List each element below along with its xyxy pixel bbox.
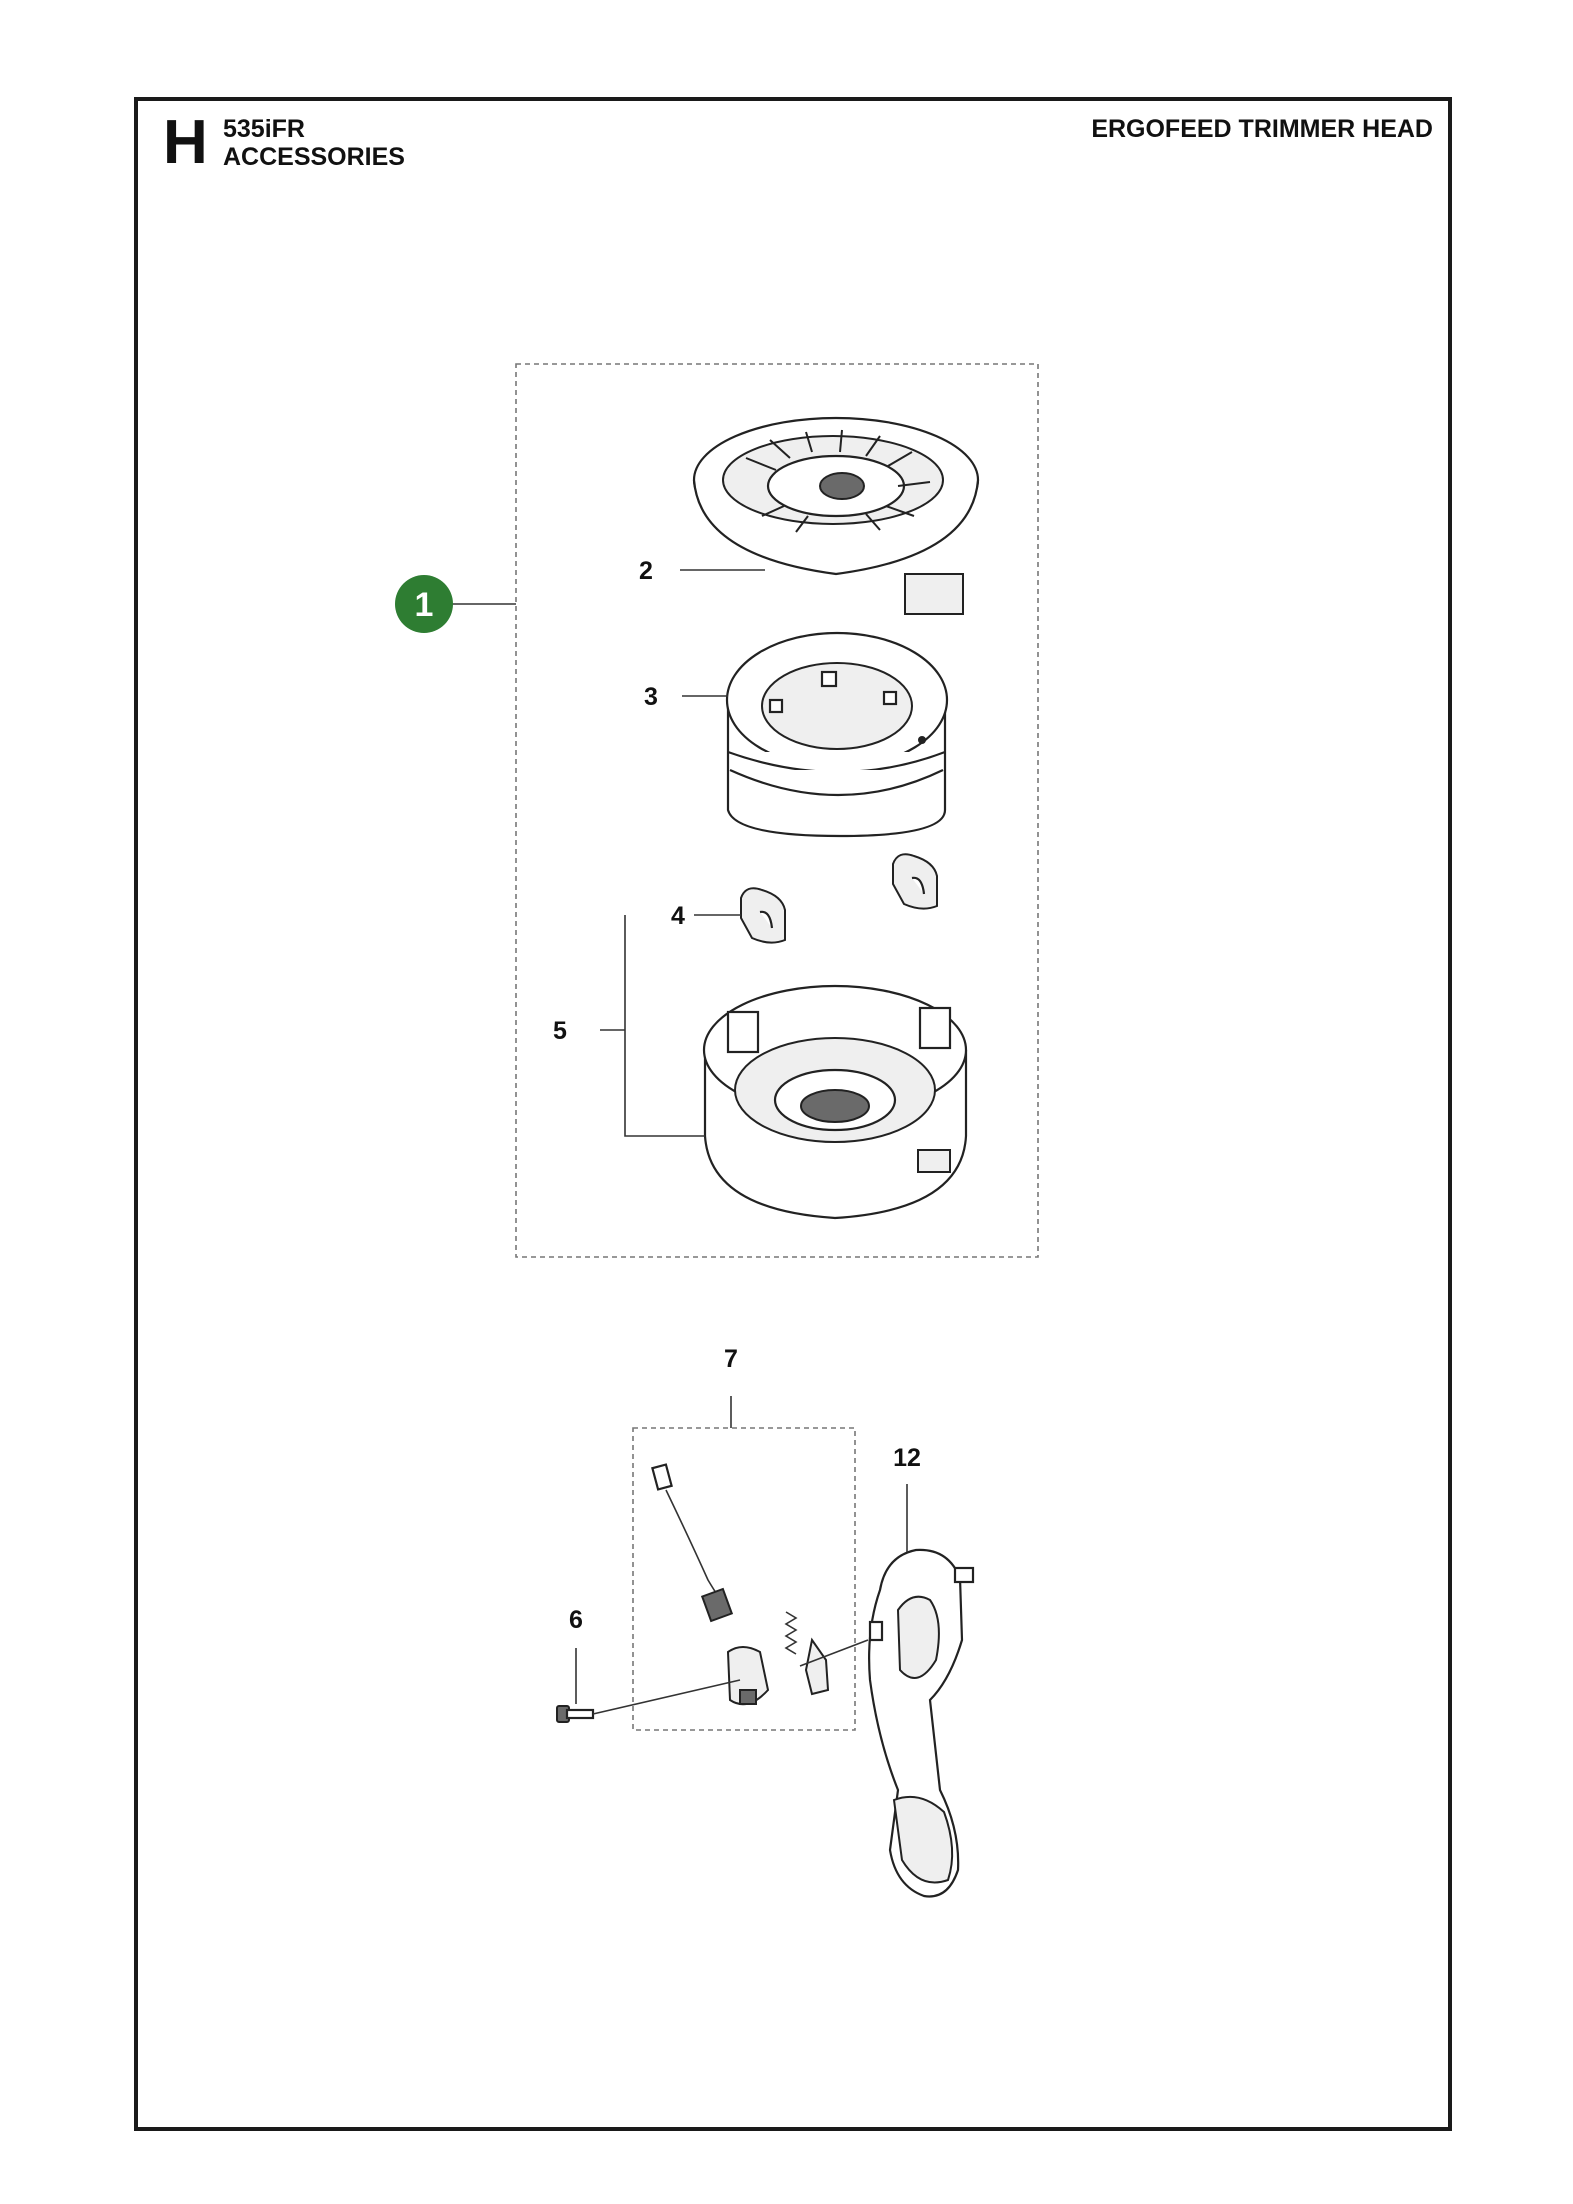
- eyelet-icon[interactable]: [892, 853, 938, 910]
- callout-6: 6: [569, 1606, 583, 1634]
- trimmer-head-cover-icon[interactable]: [692, 416, 980, 615]
- assembly-axis: [592, 1679, 741, 1715]
- line-spool-icon[interactable]: [725, 631, 949, 838]
- sensor-kit-icon[interactable]: [651, 1463, 830, 1706]
- gear-housing-icon[interactable]: [868, 1548, 975, 1898]
- callout-5: 5: [553, 1017, 567, 1045]
- kit-badge-circle: [395, 575, 453, 633]
- assembly-axis-2: [799, 1639, 869, 1667]
- callout-12: 12: [893, 1444, 921, 1472]
- page-title: ERGOFEED TRIMMER HEAD: [1091, 115, 1433, 143]
- kit-boundary: [515, 363, 1039, 1258]
- callout-7: 7: [724, 1345, 738, 1373]
- kit-badge-label: 1: [415, 586, 434, 624]
- section-letter: H: [163, 108, 208, 177]
- leader-5-bracket: [624, 915, 705, 1137]
- callout-2: 2: [639, 557, 653, 585]
- callout-3: 3: [644, 683, 658, 711]
- trimmer-head-housing-icon[interactable]: [702, 984, 968, 1220]
- page-frame: [134, 97, 1452, 2131]
- category-name: ACCESSORIES: [223, 143, 405, 171]
- eyelet-icon[interactable]: [740, 887, 786, 944]
- screw-icon[interactable]: [556, 1705, 595, 1723]
- kit-badge[interactable]: 1: [395, 575, 516, 633]
- callout-4: 4: [671, 902, 685, 930]
- model-name: 535iFR: [223, 115, 305, 143]
- sensor-kit-boundary: [632, 1427, 856, 1731]
